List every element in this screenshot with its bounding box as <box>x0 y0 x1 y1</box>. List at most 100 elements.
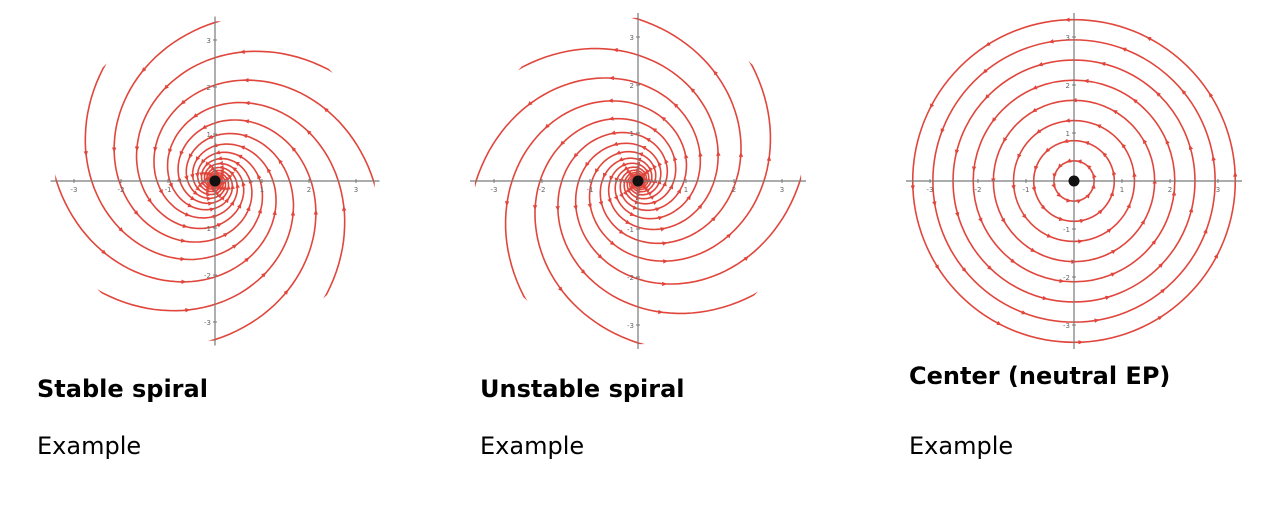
direction-arrow <box>192 113 199 118</box>
direction-arrow <box>185 307 191 313</box>
direction-arrow <box>632 205 639 210</box>
direction-arrow <box>620 162 627 167</box>
direction-arrow <box>1095 124 1102 129</box>
direction-arrow <box>645 138 651 143</box>
direction-arrow <box>676 188 681 194</box>
direction-arrow <box>184 175 189 181</box>
direction-arrow <box>163 84 169 90</box>
direction-arrow <box>158 188 164 195</box>
direction-arrow <box>1051 183 1056 189</box>
direction-arrow <box>1079 219 1085 224</box>
direction-arrow <box>1003 137 1008 143</box>
x-tick-label: -3 <box>71 186 78 194</box>
spiral-trajectory <box>177 119 317 341</box>
direction-arrow <box>206 192 212 197</box>
direction-arrow <box>618 229 625 234</box>
direction-arrow <box>613 195 619 201</box>
direction-arrow <box>726 233 732 239</box>
direction-arrow <box>954 211 960 218</box>
direction-arrow <box>642 170 649 176</box>
direction-arrow <box>1085 193 1091 199</box>
stable-spiral-example-label: Example <box>37 432 142 460</box>
y-tick-label: 3 <box>630 34 634 42</box>
direction-arrow <box>609 240 616 246</box>
direction-arrow <box>1064 17 1070 22</box>
x-tick-label: 2 <box>732 186 736 194</box>
spiral-trajectory <box>534 117 677 345</box>
direction-arrow <box>1031 186 1036 192</box>
direction-arrow <box>1077 239 1084 244</box>
direction-arrow <box>1121 47 1127 52</box>
direction-arrow <box>1058 216 1065 222</box>
direction-arrow <box>618 178 624 185</box>
direction-arrow <box>206 196 212 201</box>
direction-arrow <box>180 256 186 262</box>
direction-arrow <box>612 47 618 53</box>
direction-arrow <box>218 161 224 166</box>
direction-arrow <box>598 200 603 207</box>
direction-arrow <box>987 265 993 271</box>
spiral-trajectory <box>599 17 742 245</box>
direction-arrow <box>201 124 208 130</box>
direction-arrow <box>278 158 283 165</box>
direction-arrow <box>111 147 117 153</box>
x-tick-label: -2 <box>539 186 546 194</box>
direction-arrow <box>623 165 629 171</box>
x-tick-label: -3 <box>491 186 498 194</box>
direction-arrow <box>1165 139 1170 145</box>
direction-arrow <box>266 167 272 174</box>
equilibrium-point <box>1068 175 1080 187</box>
direction-arrow <box>237 203 242 209</box>
spiral-trajectory <box>153 79 375 219</box>
direction-arrow <box>1104 295 1111 301</box>
direction-arrow <box>1121 143 1127 149</box>
direction-arrow <box>239 49 245 55</box>
direction-arrow <box>634 200 640 205</box>
direction-arrow <box>1032 85 1038 90</box>
x-tick-label: 1 <box>1120 186 1124 194</box>
direction-arrow <box>187 203 193 208</box>
direction-arrow <box>209 207 215 212</box>
direction-arrow <box>627 170 633 177</box>
direction-arrow <box>216 193 222 199</box>
direction-arrow <box>1181 89 1187 95</box>
direction-arrow <box>1059 278 1065 284</box>
x-tick-label: 2 <box>1168 186 1172 194</box>
direction-arrow <box>607 198 612 204</box>
direction-arrow <box>237 154 243 159</box>
direction-arrow <box>1021 213 1027 219</box>
direction-arrow <box>246 205 251 212</box>
direction-arrow <box>619 192 624 199</box>
direction-arrow <box>133 210 139 216</box>
direction-arrow <box>629 211 636 217</box>
direction-arrow <box>971 166 977 172</box>
direction-arrow <box>984 94 990 100</box>
direction-arrow <box>686 194 691 201</box>
y-tick-label: -2 <box>1063 274 1070 282</box>
direction-arrow <box>226 184 231 190</box>
direction-arrow <box>607 98 613 103</box>
direction-arrow <box>544 123 550 129</box>
x-tick-label: 1 <box>260 186 264 194</box>
direction-arrow <box>612 141 619 146</box>
direction-arrow <box>147 197 152 204</box>
direction-arrow <box>231 244 238 249</box>
direction-arrow <box>602 172 608 179</box>
direction-arrow <box>1083 140 1090 146</box>
direction-arrow <box>1132 98 1138 104</box>
direction-arrow <box>663 259 669 264</box>
y-tick-label: -1 <box>627 226 634 234</box>
direction-arrow <box>996 320 1002 326</box>
direction-arrow <box>231 167 238 172</box>
direction-arrow <box>1076 199 1082 204</box>
y-tick-label: -3 <box>1063 322 1070 330</box>
direction-arrow <box>206 189 212 194</box>
direction-arrow <box>627 186 634 192</box>
direction-arrow <box>1045 147 1051 153</box>
direction-arrow <box>291 146 297 152</box>
spiral-trajectory <box>574 142 802 285</box>
direction-arrow <box>1160 288 1166 294</box>
center-title: Center (neutral EP) <box>909 362 1171 390</box>
